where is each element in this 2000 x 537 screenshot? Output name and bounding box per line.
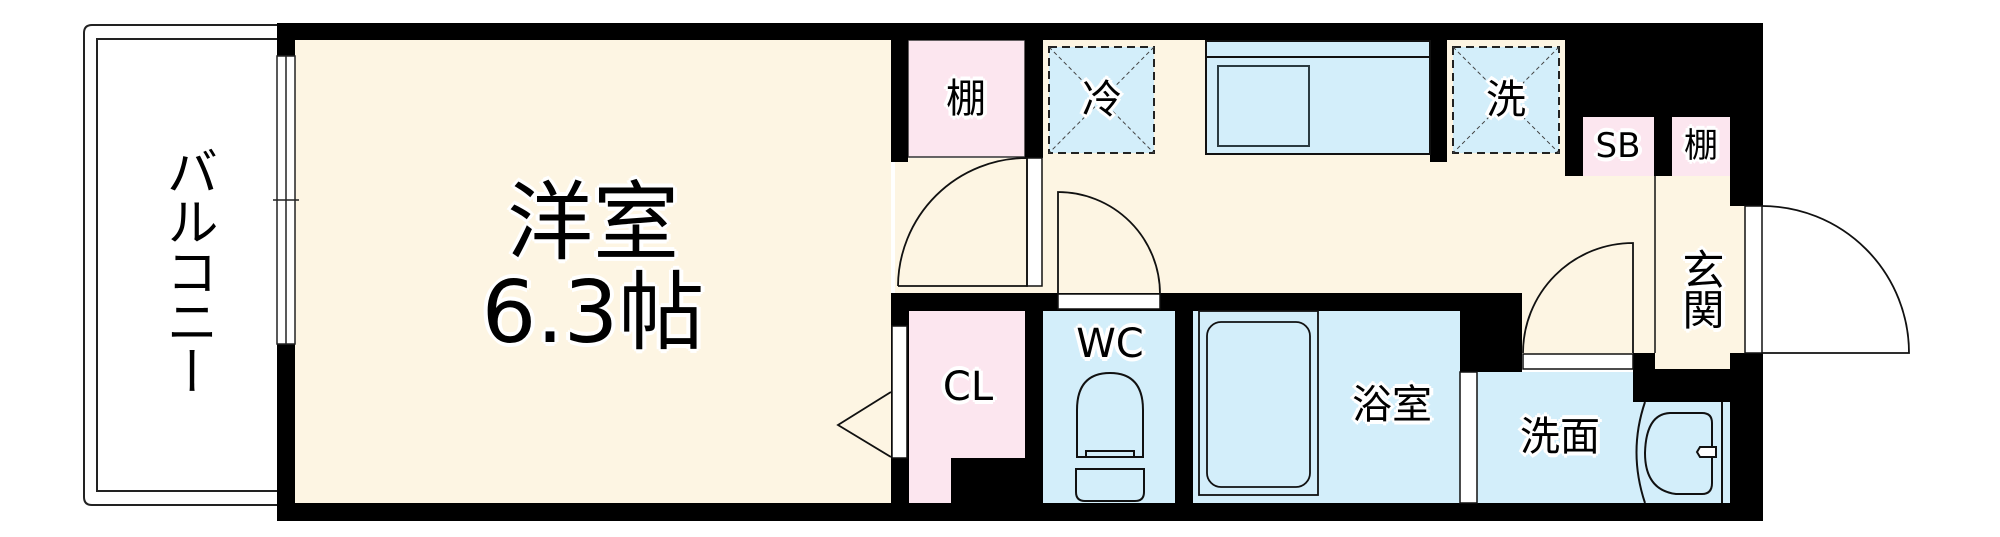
western-room-label: 洋室 (507, 173, 679, 273)
bathtub (1198, 310, 1319, 496)
closet-label: CL (942, 364, 994, 410)
closet-area (909, 311, 1025, 503)
balcony (83, 24, 277, 506)
refrigerator-label: 冷 (1082, 77, 1122, 123)
western-room-floor (295, 40, 891, 504)
washer-space (1452, 46, 1560, 154)
entrance-door-swing (1761, 205, 1910, 354)
doors (836, 157, 1910, 504)
bathroom-label: 浴室 (1352, 382, 1432, 428)
western-room-door-swing (897, 157, 1028, 287)
western-room-doorway (1026, 157, 1043, 287)
washroom-label: 洗面 (1520, 414, 1600, 460)
vanity-fixture (1635, 401, 1723, 504)
shelf-entry-label: 棚 (1684, 126, 1718, 166)
bathroom-area (1193, 311, 1460, 503)
entrance-label: 玄関 (1676, 248, 1725, 328)
entrance-floor-ext (1730, 206, 1747, 353)
entrance-doorway (1744, 205, 1763, 354)
shelf-top-area (907, 39, 1026, 158)
western-room-label-group: 洋室 6.3帖 (482, 180, 705, 356)
entrance-floor (1655, 176, 1730, 382)
toilet-doorway (1057, 293, 1161, 310)
toilet-label: WC (1076, 321, 1144, 367)
kitchen-sink (1217, 65, 1310, 147)
kitchen-counter (1205, 40, 1431, 155)
closet-door-swing (836, 391, 892, 458)
toilet-fixture (1075, 371, 1145, 502)
shoe-box-label: SB (1595, 126, 1641, 166)
balcony-label: バルコニー (157, 145, 217, 395)
washroom-doorway (1522, 353, 1634, 370)
hall-floor-2 (1522, 176, 1657, 354)
refrigerator-space (1048, 46, 1155, 154)
western-room-size: 6.3帖 (481, 263, 705, 363)
washroom-door-swing (1522, 242, 1634, 354)
balcony-window (273, 55, 299, 345)
floor-fills (295, 39, 1747, 504)
washer-label: 洗 (1486, 77, 1526, 123)
toilet-door-swing (1057, 191, 1161, 295)
shoe-box-area (1583, 117, 1654, 176)
closet-doorway (891, 325, 908, 459)
bathroom-doorway (1459, 371, 1478, 504)
hall-floor (895, 158, 1045, 294)
shelf-top-label: 棚 (946, 76, 986, 122)
shelf-entry-area (1672, 117, 1730, 176)
